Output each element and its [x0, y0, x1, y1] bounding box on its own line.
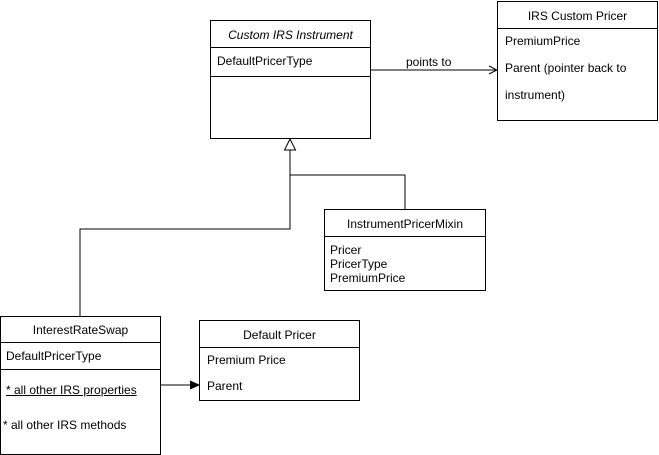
class-title: InterestRateSwap: [32, 323, 129, 337]
inheritance-edge-mixin: [290, 174, 406, 209]
class-title: Custom IRS Instrument: [228, 28, 353, 42]
class-divider: [211, 47, 370, 48]
class-member: * all other IRS properties: [6, 383, 137, 397]
class-instrument-pricer-mixin[interactable]: InstrumentPricerMixin Pricer PricerType …: [324, 209, 486, 291]
class-attribute: instrument): [505, 88, 566, 102]
inheritance-triangle-icon: [283, 137, 297, 151]
class-attribute: PremiumPrice: [505, 34, 581, 48]
class-attribute: Parent (pointer back to: [505, 61, 627, 75]
class-divider: [498, 28, 657, 29]
class-divider: [211, 76, 370, 77]
class-divider: [1, 369, 160, 370]
class-attribute: PricerType: [330, 257, 388, 271]
points-to-label: points to: [406, 55, 452, 69]
class-attribute: PremiumPrice: [330, 271, 406, 285]
class-irs-custom-pricer[interactable]: IRS Custom Pricer PremiumPrice Parent (p…: [497, 1, 658, 121]
class-interest-rate-swap[interactable]: InterestRateSwap DefaultPricerType * all…: [0, 316, 161, 455]
class-default-pricer[interactable]: Default Pricer Premium Price Parent: [199, 320, 360, 401]
class-title: Default Pricer: [243, 328, 316, 342]
class-attribute: DefaultPricerType: [6, 349, 102, 363]
class-divider: [1, 342, 160, 343]
class-divider: [200, 347, 359, 348]
class-title: IRS Custom Pricer: [527, 9, 628, 23]
class-member: * all other IRS methods: [3, 418, 127, 432]
class-custom-irs-instrument[interactable]: Custom IRS Instrument DefaultPricerType: [210, 20, 371, 139]
class-attribute: DefaultPricerType: [217, 54, 313, 68]
class-divider: [325, 236, 485, 237]
inheritance-edge-interest-rate-swap: [79, 150, 291, 316]
class-attribute: Parent: [207, 379, 243, 393]
class-attribute: Premium Price: [207, 353, 286, 367]
class-attribute: Pricer: [330, 243, 362, 257]
class-title: InstrumentPricerMixin: [346, 217, 464, 231]
